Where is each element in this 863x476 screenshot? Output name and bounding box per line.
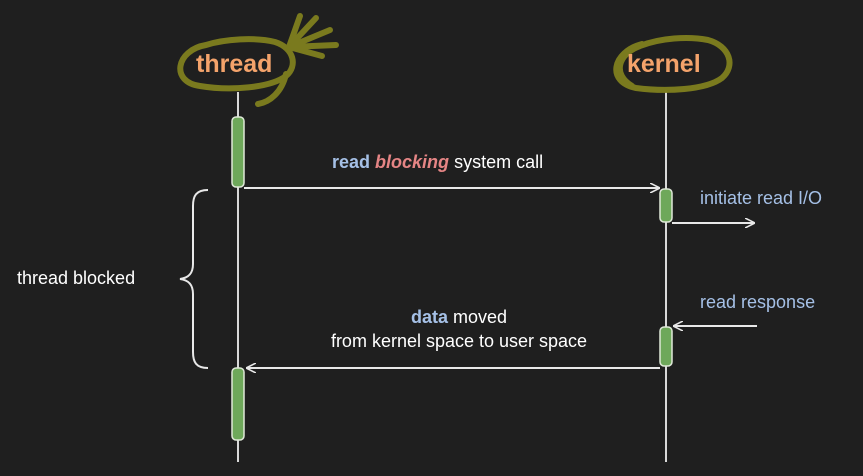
thread-participant-label: thread [196, 50, 273, 78]
call-keyword: read [332, 152, 371, 172]
thread-blocked-label: thread blocked [17, 268, 136, 288]
thread-activation-bar [231, 367, 245, 441]
thread-activation-bar [231, 116, 245, 188]
kernel-highlight-scribble [613, 35, 733, 93]
data-return-line2: from kernel space to user space [330, 331, 588, 351]
read-response-label: read response [700, 292, 816, 312]
kernel-participant-label: kernel [627, 50, 701, 78]
call-rest: system call [454, 152, 544, 172]
kernel-activation-bar [659, 188, 673, 223]
call-emphasis: blocking [375, 152, 450, 172]
initiate-io-label: initiate read I/O [700, 188, 823, 208]
return-rest: moved [453, 307, 508, 327]
kernel-activation-bar [659, 326, 673, 367]
system-call-label: read blocking system call [332, 152, 543, 173]
thread-blocked-brace [179, 189, 209, 369]
data-return-label: data moved from kernel space to user spa… [300, 307, 618, 352]
thread-highlight-scribble [177, 13, 339, 107]
return-keyword: data [410, 307, 448, 327]
data-return-line1: data moved [300, 307, 618, 328]
